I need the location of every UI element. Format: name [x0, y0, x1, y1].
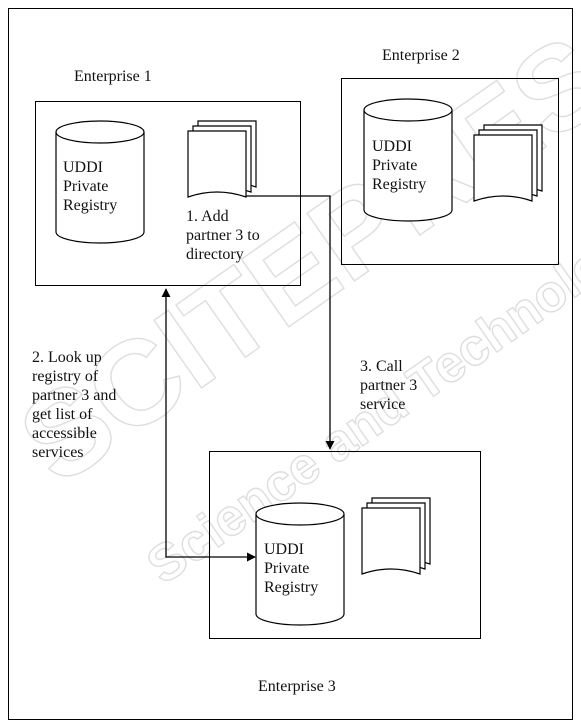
database-icon: [255, 502, 345, 626]
document-stack-icon: [473, 124, 543, 202]
figure-frame: [8, 8, 573, 720]
document-stack-icon: [187, 120, 257, 198]
database-icon: [363, 98, 453, 222]
step-1-label: 1. Add partner 3 to directory: [186, 208, 260, 263]
registry-label-enterprise-1: UDDI Private Registry: [63, 159, 118, 214]
enterprise-1-box: [35, 101, 301, 286]
step-2-label: 2. Look up registry of partner 3 and get…: [32, 349, 117, 461]
registry-label-enterprise-3: UDDI Private Registry: [264, 541, 319, 596]
enterprise-2-box: [341, 78, 559, 265]
document-stack-icon: [361, 497, 431, 575]
lookup-arrow: [161, 288, 256, 562]
enterprise-1-label: Enterprise 1: [74, 68, 152, 85]
enterprise-2-label: Enterprise 2: [382, 47, 460, 64]
step-3-label: 3. Call partner 3 service: [360, 358, 418, 413]
registry-label-enterprise-2: UDDI Private Registry: [372, 138, 427, 193]
call-service-arrow: [246, 195, 335, 450]
database-icon: [55, 120, 145, 244]
enterprise-3-label: Enterprise 3: [258, 678, 336, 695]
